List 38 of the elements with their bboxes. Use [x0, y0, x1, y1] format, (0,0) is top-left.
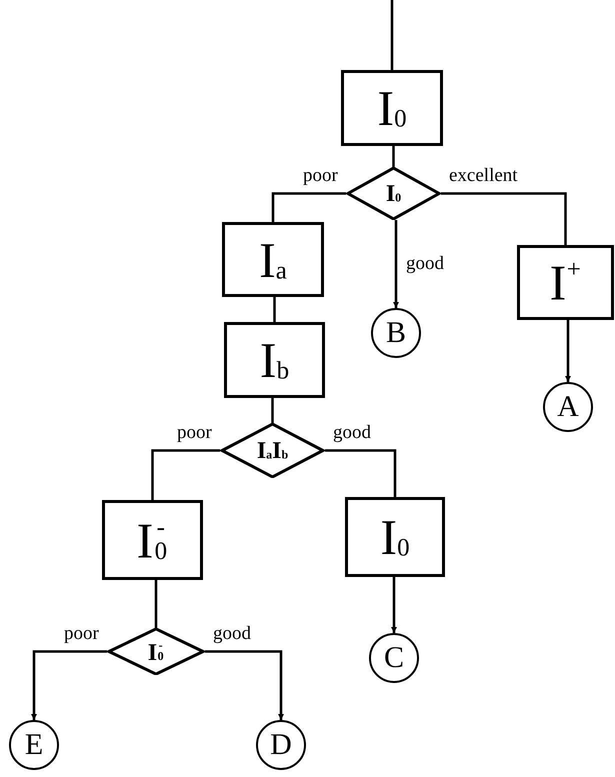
- node-label: B: [386, 318, 406, 348]
- arrow: [205, 650, 284, 720]
- terminal-circle: [256, 720, 306, 770]
- connector-line: [392, 146, 395, 167]
- process-box: [102, 500, 203, 580]
- connector-line: [154, 580, 158, 628]
- connector-line: [151, 449, 220, 500]
- terminal-circle: [369, 633, 419, 683]
- connector-line: [325, 449, 396, 497]
- terminal-circle: [543, 382, 593, 432]
- node-label: E: [24, 730, 44, 760]
- process-box: [341, 70, 443, 146]
- node-label: A: [557, 392, 579, 422]
- edge-label: good: [333, 422, 371, 442]
- process-box: [222, 222, 324, 297]
- arrow: [565, 320, 571, 382]
- terminal-circle: [371, 308, 421, 358]
- arrow: [31, 650, 107, 720]
- process-box: [345, 497, 445, 577]
- terminal-circle: [9, 720, 59, 770]
- node-label: D: [270, 730, 292, 760]
- decision-diamond: [107, 628, 205, 675]
- edge-label: excellent: [449, 166, 518, 184]
- edge-label: good: [213, 624, 251, 642]
- connector-line: [441, 192, 567, 245]
- decision-diamond: [220, 423, 325, 478]
- process-box: [517, 245, 614, 320]
- edge-label: good: [406, 254, 444, 273]
- connector-line: [271, 398, 274, 423]
- decision-diamond: [346, 167, 441, 220]
- process-box: [224, 322, 325, 398]
- connector-line: [390, 0, 394, 70]
- connector-line: [273, 297, 276, 322]
- arrow: [391, 577, 397, 633]
- arrow: [393, 220, 399, 308]
- node-label: C: [384, 643, 404, 673]
- connector-line: [272, 192, 346, 222]
- node-label: I$^{+}$: [550, 257, 582, 308]
